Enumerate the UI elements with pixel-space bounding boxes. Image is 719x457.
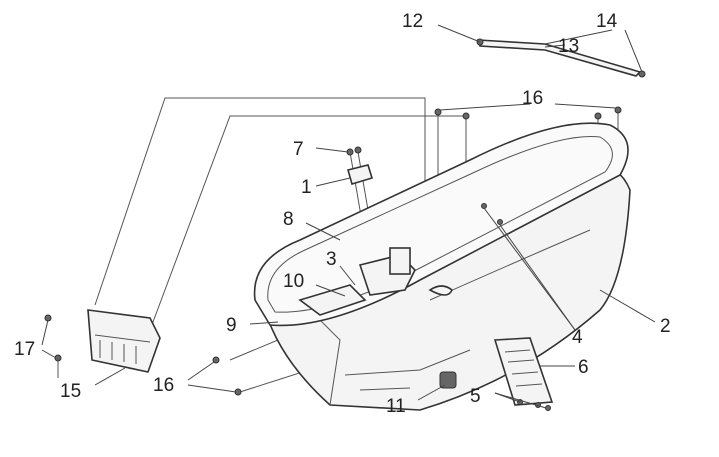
callout-16-top: 16 xyxy=(522,88,543,109)
callout-5: 5 xyxy=(470,386,481,407)
callout-13: 13 xyxy=(558,36,579,57)
callout-10: 10 xyxy=(283,271,304,292)
callout-14: 14 xyxy=(596,11,618,32)
part-11-grommet xyxy=(439,371,457,389)
callout-4: 4 xyxy=(572,327,583,348)
callout-8: 8 xyxy=(283,209,294,230)
callout-15: 15 xyxy=(60,381,81,402)
callout-1: 1 xyxy=(301,177,312,198)
callout-9: 9 xyxy=(226,315,237,336)
callout-3: 3 xyxy=(326,249,337,270)
leader-lines xyxy=(41,24,656,409)
bracket-1 xyxy=(346,146,374,185)
callout-16-left: 16 xyxy=(153,375,174,396)
callout-7: 7 xyxy=(293,139,304,160)
part-15-rack xyxy=(44,309,242,396)
callout-2: 2 xyxy=(660,316,671,337)
part-6-plate xyxy=(493,337,554,411)
inner-parts xyxy=(298,247,416,316)
callout-17: 17 xyxy=(14,339,35,360)
bolts-16-top xyxy=(434,106,622,225)
callout-6: 6 xyxy=(578,357,589,378)
callout-11: 11 xyxy=(386,396,406,417)
callout-12: 12 xyxy=(402,11,423,32)
